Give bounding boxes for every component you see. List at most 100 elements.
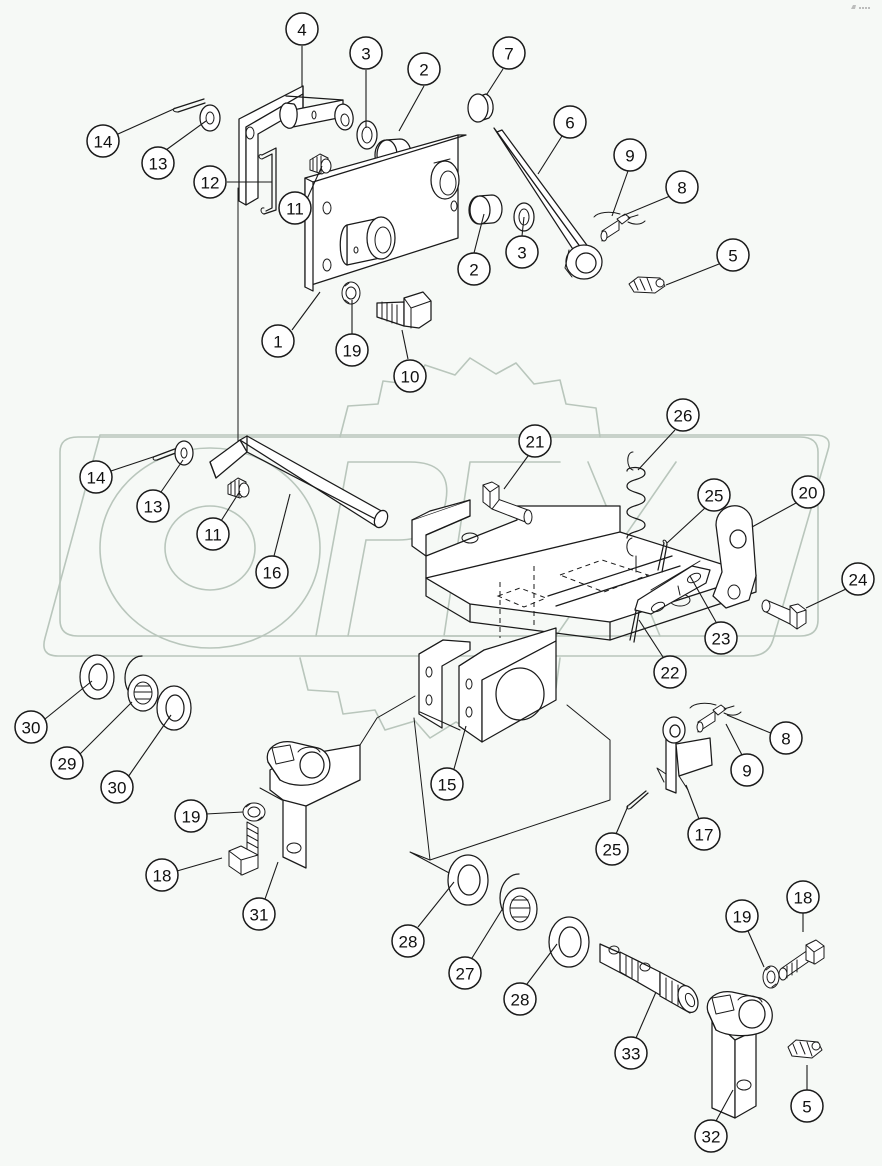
callout-3[interactable]: 3 [505,216,539,269]
callout-24[interactable]: 24 [805,562,875,609]
callout-circle[interactable] [430,767,464,801]
callout-18[interactable]: 18 [786,880,820,932]
callout-9[interactable]: 9 [725,723,764,787]
callout-27[interactable]: 27 [448,907,504,990]
callout-circle[interactable] [242,897,276,931]
callout-circle[interactable] [285,12,319,46]
callout-25[interactable]: 25 [666,478,731,544]
callout-17[interactable]: 17 [685,784,721,851]
callout-8[interactable]: 8 [621,170,699,217]
callout-circle[interactable] [391,924,425,958]
callout-1[interactable]: 1 [261,291,321,358]
callout-11[interactable]: 11 [196,490,241,551]
callout-circle[interactable] [145,858,179,892]
callout-circle[interactable] [697,478,731,512]
callout-23[interactable]: 23 [689,575,738,655]
callout-number: 2 [419,61,428,80]
callout-circle[interactable] [492,36,526,70]
callout-19[interactable]: 19 [174,799,244,833]
callout-26[interactable]: 26 [637,398,700,471]
callout-circle[interactable] [553,105,587,139]
callout-4[interactable]: 4 [285,12,319,86]
callout-21[interactable]: 21 [503,424,552,490]
callout-19[interactable]: 19 [725,899,765,968]
callout-circle[interactable] [790,1089,824,1123]
callout-5[interactable]: 5 [665,238,750,286]
callout-circle[interactable] [335,333,369,367]
part-32-yoke-bracket-right [706,991,773,1119]
callout-number: 8 [677,179,686,198]
callout-14[interactable]: 14 [79,455,157,494]
callout-circle[interactable] [687,817,721,851]
callout-circle[interactable] [174,799,208,833]
callout-circle[interactable] [725,899,759,933]
callout-22[interactable]: 22 [638,619,687,689]
callout-28[interactable]: 28 [391,881,455,958]
callout-12[interactable]: 12 [193,165,272,199]
callout-circle[interactable] [503,982,537,1016]
callout-circle[interactable] [704,621,738,655]
callout-circle[interactable] [786,880,820,914]
callout-7[interactable]: 7 [486,36,526,95]
callout-circle[interactable] [193,165,227,199]
callout-circle[interactable] [407,52,441,86]
callout-circle[interactable] [791,475,825,509]
callout-circle[interactable] [255,555,289,589]
callout-20[interactable]: 20 [751,475,825,528]
callout-16[interactable]: 16 [255,493,291,589]
callout-circle[interactable] [595,832,629,866]
callout-circle[interactable] [448,956,482,990]
callout-circle[interactable] [518,424,552,458]
callout-circle[interactable] [666,398,700,432]
callout-30[interactable]: 30 [100,714,172,804]
callout-14[interactable]: 14 [86,107,177,158]
callout-28[interactable]: 28 [503,943,558,1016]
callout-13[interactable]: 13 [141,120,207,180]
callout-circle[interactable] [100,770,134,804]
callout-2[interactable]: 2 [398,52,441,132]
callout-circle[interactable] [261,324,295,358]
callout-2[interactable]: 2 [457,213,491,286]
callout-circle[interactable] [86,124,120,158]
callout-5[interactable]: 5 [790,1065,824,1123]
callout-circle[interactable] [653,655,687,689]
callout-circle[interactable] [730,753,764,787]
callout-circle[interactable] [278,191,312,225]
callout-13[interactable]: 13 [136,459,184,523]
callout-circle[interactable] [694,1119,728,1153]
callout-circle[interactable] [14,710,48,744]
callout-circle[interactable] [613,138,647,172]
callout-15[interactable]: 15 [430,725,467,801]
callout-30[interactable]: 30 [14,680,93,744]
callout-10[interactable]: 10 [393,329,427,393]
callout-number: 3 [361,45,370,64]
callout-circle[interactable] [841,562,875,596]
callout-8[interactable]: 8 [726,714,803,755]
callout-25[interactable]: 25 [595,805,629,866]
callout-circle[interactable] [769,721,803,755]
callout-32[interactable]: 32 [694,1089,734,1153]
callout-circle[interactable] [136,489,170,523]
callout-leader-line [160,459,184,493]
callout-circle[interactable] [665,170,699,204]
callout-circle[interactable] [505,235,539,269]
callout-circle[interactable] [393,359,427,393]
callout-19[interactable]: 19 [335,300,369,367]
callout-9[interactable]: 9 [611,138,647,217]
callout-circle[interactable] [141,146,175,180]
callout-circle[interactable] [50,746,84,780]
callout-number: 12 [201,174,220,193]
callout-circle[interactable] [196,517,230,551]
callout-circle[interactable] [716,238,750,272]
callout-3[interactable]: 3 [349,36,383,128]
callout-33[interactable]: 33 [614,991,657,1070]
callout-18[interactable]: 18 [145,857,223,892]
callout-circle[interactable] [614,1036,648,1070]
callout-circle[interactable] [457,252,491,286]
callout-31[interactable]: 31 [242,861,279,931]
callout-6[interactable]: 6 [537,105,587,175]
callout-circle[interactable] [349,36,383,70]
callout-11[interactable]: 11 [278,165,323,225]
callout-circle[interactable] [79,460,113,494]
callout-29[interactable]: 29 [50,701,133,780]
